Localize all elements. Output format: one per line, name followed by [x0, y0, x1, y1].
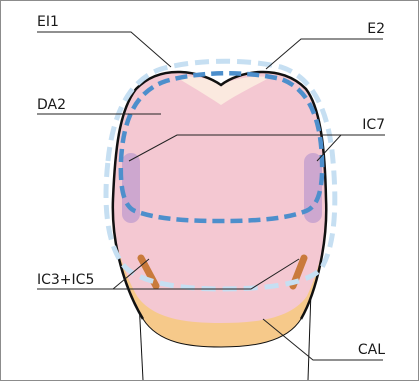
leader-ei1 — [37, 32, 171, 67]
label-ic3-ic5: IC3+IC5 — [37, 272, 94, 288]
label-ic7: IC7 — [362, 117, 385, 133]
label-cal: CAL — [358, 342, 385, 358]
label-da2: DA2 — [37, 97, 66, 113]
leader-e2 — [266, 39, 383, 69]
lateral-lobe-left — [122, 153, 140, 223]
label-e2: E2 — [367, 21, 385, 37]
leader-ic7-right — [317, 135, 385, 161]
label-ei1: EI1 — [37, 14, 59, 30]
